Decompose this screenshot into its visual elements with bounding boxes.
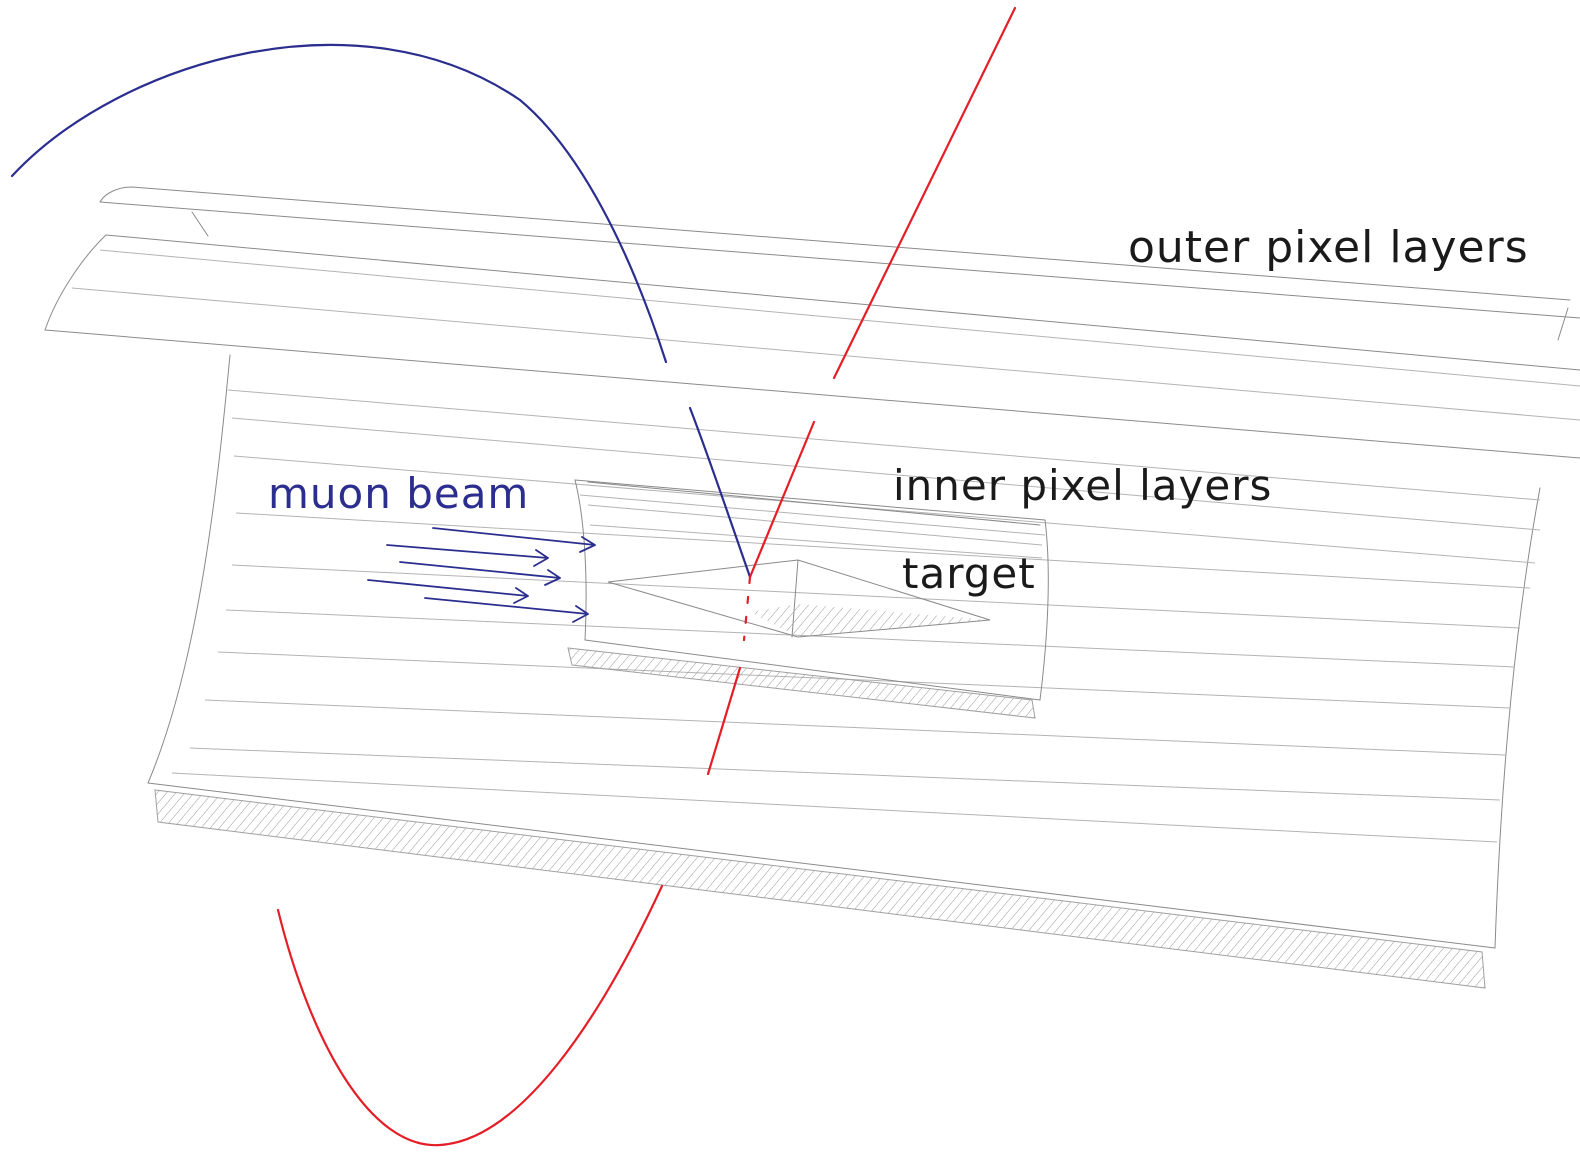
target-cone xyxy=(607,559,991,638)
target-label: target xyxy=(902,549,1036,598)
inner-pixel-layers xyxy=(567,479,1049,719)
inner-layer-hatched-edge xyxy=(567,647,1036,719)
outer-layer-hatched-edge xyxy=(154,789,1486,989)
negative-track xyxy=(10,43,752,579)
outer-pixel-layers-label: outer pixel layers xyxy=(1128,222,1529,273)
beam-arrows xyxy=(367,527,596,623)
positive-track xyxy=(276,6,1017,1147)
outer-barrel xyxy=(147,354,1541,989)
outer-pixel-layers xyxy=(44,186,1580,459)
muon-beam-label: muon beam xyxy=(268,469,529,518)
inner-pixel-layers-label: inner pixel layers xyxy=(893,461,1272,510)
